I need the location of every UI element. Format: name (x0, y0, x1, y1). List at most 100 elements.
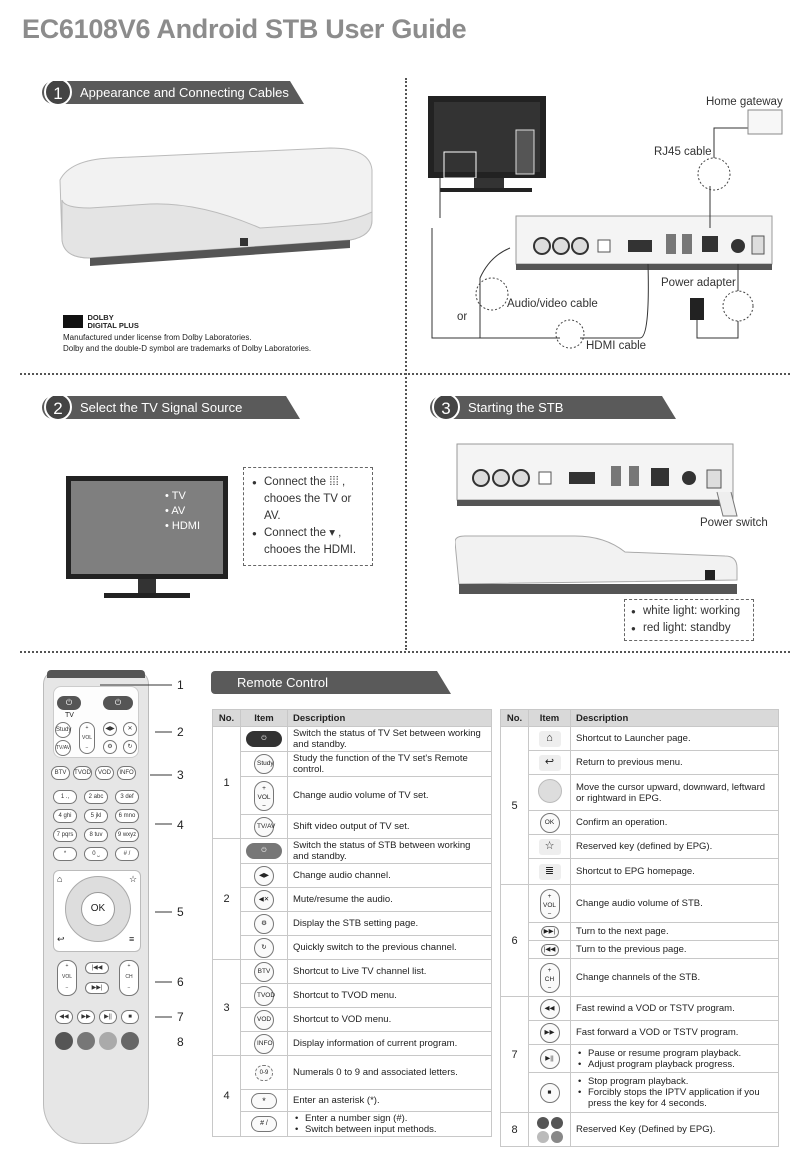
stb-power-key[interactable]: ⏻ (103, 696, 133, 710)
table-desc-item: Enter a number sign (#). (293, 1113, 486, 1124)
source-av: • AV (165, 505, 186, 517)
stop-key[interactable]: ■ (121, 1010, 139, 1024)
color-key-3[interactable] (99, 1032, 117, 1050)
dolby-logo-text: DOLBY DIGITAL PLUS (87, 313, 139, 330)
or-label: or (457, 311, 468, 323)
hash-icon: # / (251, 1116, 277, 1132)
dolby-license-line1: Manufactured under license from Dolby La… (63, 333, 252, 342)
row-no: 3 (212, 959, 241, 1056)
num-key[interactable]: 4 ghi (53, 809, 77, 823)
remote-control-banner: Remote Control (211, 671, 451, 694)
table-desc: Shortcut to TVOD menu. (287, 983, 492, 1008)
divider-horizontal-bottom (20, 651, 790, 653)
star-icon: ☆ (538, 838, 561, 855)
hash-key[interactable]: # / (115, 847, 139, 861)
table-desc: Shortcut to Launcher page. (570, 726, 779, 751)
table-desc-item: Forcibly stops the IPTV application if y… (576, 1087, 773, 1109)
table-desc: Fast forward a VOD or TSTV program. (570, 1020, 779, 1045)
white-light-status: white light: working (631, 603, 747, 620)
tv-power-key[interactable]: ⏻ (57, 696, 81, 710)
table-desc: Study the function of the TV set's Remot… (287, 751, 492, 777)
rj45-cable-label: RJ45 cable (654, 146, 712, 158)
remote-tv-label: TV (65, 712, 74, 719)
play-pause-key[interactable]: ▶|| (99, 1010, 117, 1024)
section-2-number: 2 (44, 393, 72, 421)
settings-key[interactable]: ⚙ (103, 740, 117, 754)
play-pause-icon: ▶|| (539, 1048, 560, 1069)
table-desc-item: Pause or resume program playback. (576, 1048, 773, 1059)
back-channel-key[interactable]: ↻ (123, 740, 137, 754)
table-desc: Mute/resume the audio. (287, 887, 492, 912)
color-key-1[interactable] (55, 1032, 73, 1050)
num-key[interactable]: 1 ., (53, 790, 77, 804)
tv-power-icon: ⏻ (246, 731, 282, 747)
audio-channel-key[interactable]: ◀▶ (103, 722, 117, 736)
divider-horizontal-top (20, 373, 790, 375)
stb-vol-key[interactable]: +VOL− (57, 960, 77, 996)
table-desc: Turn to the next page. (570, 922, 779, 941)
menu-icon[interactable]: ≡ (129, 934, 135, 944)
remote-control-title: Remote Control (237, 675, 329, 690)
num-key[interactable]: 5 jkl (84, 809, 108, 823)
mute-key[interactable]: ✕ (123, 722, 137, 736)
row-no: 6 (500, 884, 529, 997)
callout-6: 6 (177, 975, 184, 989)
star-icon[interactable]: ☆ (129, 874, 138, 884)
next-page-key[interactable]: ▶▶| (85, 982, 109, 994)
bubble-item-av: Connect the ⁞⁞⁞ ,chooes the TV or AV. (252, 474, 364, 525)
vod-key[interactable]: VOD (95, 766, 114, 780)
home-icon[interactable]: ⌂ (57, 874, 63, 884)
section-3-title: Starting the STB (468, 400, 564, 415)
settings-icon: ⚙ (254, 913, 274, 934)
tvav-key[interactable]: TV/AV (55, 740, 71, 756)
info-icon: INFO (254, 1033, 274, 1054)
number-keypad: 1 ., 2 abc 3 def 4 ghi 5 jkl 6 mno 7 pqr… (53, 790, 141, 861)
info-key[interactable]: INFO (117, 766, 136, 780)
callout-8: 8 (177, 1035, 184, 1049)
color-key-2[interactable] (77, 1032, 95, 1050)
ok-key[interactable]: OK (81, 892, 115, 926)
launcher-icon: ⌂ (538, 730, 561, 747)
asterisk-key[interactable]: * (53, 847, 77, 861)
color-key-4[interactable] (121, 1032, 139, 1050)
tvod-key[interactable]: TVOD (73, 766, 92, 780)
dpad-icon (537, 779, 562, 803)
table-desc: Reserved Key (Defined by EPG). (570, 1112, 779, 1147)
table-desc: Shift video output of TV set. (287, 814, 492, 839)
table-desc: Display the STB setting page. (287, 911, 492, 936)
num-key[interactable]: 7 pqrs (53, 828, 77, 842)
section-1-banner: 1 Appearance and Connecting Cables (42, 81, 304, 104)
return-icon: ↩ (538, 754, 561, 771)
section-2-title: Select the TV Signal Source (80, 400, 243, 415)
return-icon[interactable]: ↩ (57, 934, 65, 944)
num-key[interactable]: 0 ⎵ (84, 847, 108, 861)
callout-2: 2 (177, 725, 184, 739)
num-key[interactable]: 9 wxyz (115, 828, 139, 842)
study-key[interactable]: Study (55, 722, 71, 738)
previous-page-icon: |◀◀ (540, 944, 559, 956)
num-key[interactable]: 2 abc (84, 790, 108, 804)
num-key[interactable]: 3 def (115, 790, 139, 804)
table-desc: Turn to the previous page. (570, 940, 779, 959)
next-page-icon: ▶▶| (540, 926, 559, 938)
signal-source-bubble: Connect the ⁞⁞⁞ ,chooes the TV or AV. Co… (243, 467, 373, 566)
table-desc: Numerals 0 to 9 and associated letters. (287, 1055, 492, 1090)
col-no: No. (500, 709, 529, 727)
table-desc: Move the cursor upward, downward, leftwa… (570, 774, 779, 811)
divider-vertical (405, 78, 407, 650)
table-desc: Return to previous menu. (570, 750, 779, 775)
num-key[interactable]: 6 mno (115, 809, 139, 823)
row-no: 5 (500, 726, 529, 885)
ch-key[interactable]: +CH− (119, 960, 139, 996)
forward-key[interactable]: ▶▶ (77, 1010, 95, 1024)
tv-vol-key[interactable]: +VOL− (79, 722, 95, 754)
rewind-key[interactable]: ◀◀ (55, 1010, 73, 1024)
btv-key[interactable]: BTV (51, 766, 70, 780)
row-no: 8 (500, 1112, 529, 1147)
prev-page-key[interactable]: |◀◀ (85, 962, 109, 974)
remote-table-left: No. Item Description 1⏻Switch the status… (212, 709, 492, 1137)
table-desc: Confirm an operation. (570, 810, 779, 835)
section-1-title: Appearance and Connecting Cables (80, 85, 289, 100)
num-key[interactable]: 8 tuv (84, 828, 108, 842)
table-desc: Shortcut to EPG homepage. (570, 858, 779, 885)
